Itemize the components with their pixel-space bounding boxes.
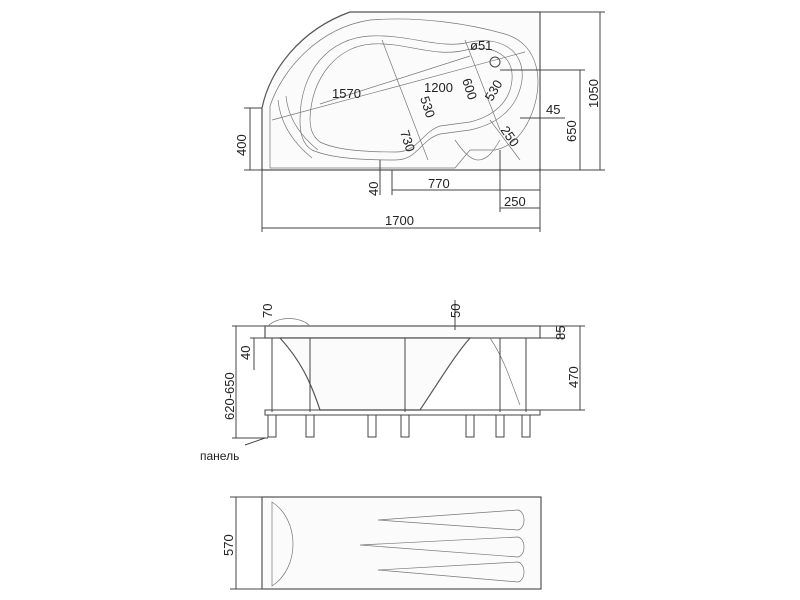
dim-770: 770 — [428, 176, 450, 191]
drain-circle — [489, 56, 501, 68]
dim-40-bottom: 40 — [366, 182, 381, 196]
dim-1050: 1050 — [586, 79, 601, 108]
dim-250-bottom: 250 — [504, 194, 526, 209]
panel-label: панель — [200, 449, 239, 463]
tub-rim-top — [269, 18, 539, 169]
shell-side-right — [489, 337, 521, 406]
dim-85: 85 — [553, 326, 568, 340]
dim-530-a: 530 — [417, 94, 438, 119]
headrest-top-2 — [285, 95, 319, 151]
dim-1700: 1700 — [385, 213, 414, 228]
legs — [271, 338, 527, 412]
dim-drain: ø51 — [470, 38, 492, 53]
tub-bowl-inner-top — [309, 43, 513, 153]
dim-600: 600 — [459, 76, 480, 101]
dim-1200: 1200 — [424, 80, 453, 95]
tub-outline-top — [261, 11, 541, 171]
top-view: 1700 1050 650 400 1570 1200 730 530 600 … — [234, 11, 605, 232]
tub-bowl-top — [299, 35, 523, 161]
dim-400: 400 — [234, 134, 249, 156]
panel-groove-3 — [377, 561, 525, 583]
adjustable-feet — [267, 414, 531, 438]
shell-side — [278, 337, 472, 411]
dim-730: 730 — [397, 128, 418, 153]
seat-top — [454, 139, 501, 161]
frame-rail — [264, 409, 541, 416]
side-view: 620-650 70 40 50 85 470 панель — [200, 300, 585, 463]
rim-side — [264, 325, 541, 339]
dim-50: 50 — [448, 304, 463, 318]
dim-470: 470 — [566, 366, 581, 388]
dim-1570: 1570 — [332, 86, 361, 101]
headrest-top — [277, 99, 313, 159]
panel-groove-1 — [377, 509, 525, 531]
dim-650: 650 — [564, 120, 579, 142]
panel-view: 570 — [221, 496, 542, 590]
panel-headrest — [271, 501, 294, 587]
dim-570: 570 — [221, 534, 236, 556]
panel-groove-2 — [359, 536, 525, 558]
headrest-side — [267, 318, 311, 327]
dim-40-side: 40 — [238, 346, 253, 360]
dim-620-650: 620-650 — [222, 372, 237, 420]
dim-45: 45 — [546, 102, 560, 117]
dim-70: 70 — [260, 304, 275, 318]
